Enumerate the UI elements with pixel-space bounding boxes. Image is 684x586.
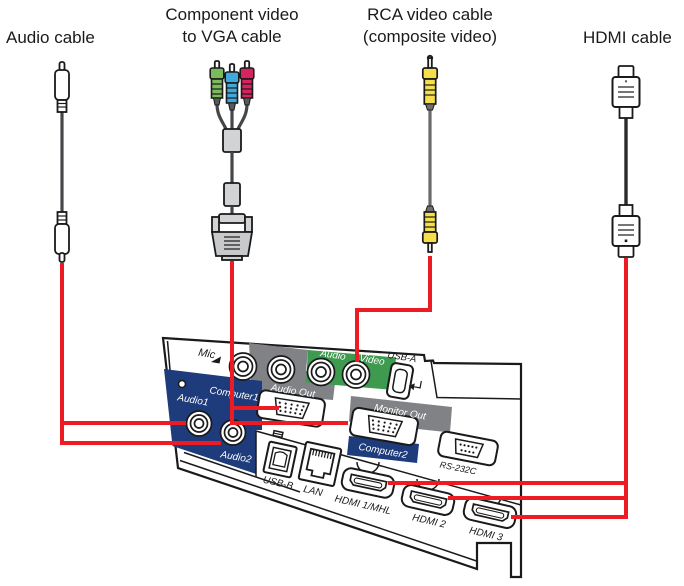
caption-component-line2: to VGA cable [182, 26, 282, 46]
audio1-jack [185, 410, 213, 437]
label-usb-a: USB-A [387, 350, 417, 365]
hdmi-cable-line [511, 258, 628, 519]
component-cable-line [230, 261, 348, 425]
caption-rca-line1: RCA video cable [367, 5, 493, 24]
label-lan: LAN [302, 484, 324, 499]
rs232c-port [437, 430, 499, 467]
caption-component-line1: Component video [165, 5, 299, 24]
hdmi-cable-drawing [611, 65, 641, 258]
component-plug-red [239, 60, 255, 106]
caption-rca-line2: (composite video) [362, 26, 498, 46]
audio-cable-drawing [54, 61, 70, 263]
caption-hdmi-cable: HDMI cable [583, 27, 683, 49]
video-jack [341, 360, 371, 389]
usb-b-port [262, 440, 298, 479]
cable-junction-block [222, 128, 242, 153]
projector-port-panel: Mic Audio Out Audio Video USB-A Computer… [161, 336, 523, 579]
component-plug-green [209, 60, 225, 106]
caption-rca-cable: RCA video cable (composite video) [332, 4, 528, 48]
screw-hole [177, 379, 187, 389]
hdmi2-port [400, 484, 456, 516]
audio2-jack [219, 419, 247, 446]
label-mic: Mic [197, 347, 216, 362]
hdmi3-port [462, 497, 518, 529]
connection-lines [60, 256, 628, 519]
vga-connector [210, 213, 254, 261]
audio-out-jack [266, 355, 296, 384]
computer1-vga-port [256, 389, 326, 428]
caption-hdmi-cable-text: HDMI cable [583, 28, 672, 47]
computer2-vga-port [349, 406, 419, 447]
component-cable-drawing [209, 60, 255, 261]
rca-cable-line [355, 256, 432, 362]
label-audio1: Audio1 [176, 392, 210, 408]
cable-ferrite-block [223, 182, 241, 207]
lan-port [297, 441, 343, 487]
caption-audio-cable: Audio cable [6, 27, 118, 49]
caption-component-cable: Component video to VGA cable [128, 4, 336, 48]
hdmi1-port [340, 467, 396, 499]
component-plug-blue [224, 63, 240, 111]
label-video: Video [359, 353, 386, 368]
caption-audio-cable-text: Audio cable [6, 28, 95, 47]
computer1-audio-band [164, 369, 262, 474]
audio-in-jack [306, 357, 336, 387]
usb-a-return-icon [408, 380, 422, 391]
usb-a-port [386, 362, 414, 400]
usb-b-icon [272, 429, 284, 439]
audio-cable-line [60, 263, 221, 445]
rca-cable-drawing [421, 54, 439, 253]
mic-arrow-icon [211, 356, 221, 364]
label-audio: Audio [318, 348, 346, 363]
